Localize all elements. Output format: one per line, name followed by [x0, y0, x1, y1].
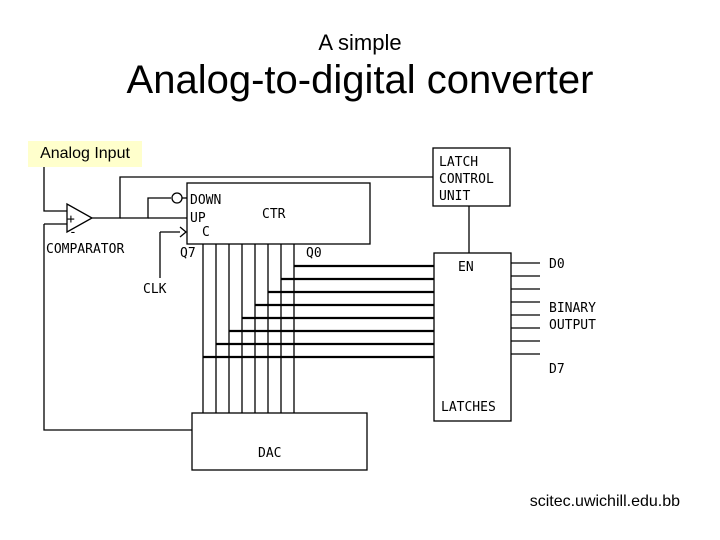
down-label: DOWN: [190, 193, 221, 208]
clock-input-marker: [179, 226, 188, 238]
page-title: Analog-to-digital converter: [126, 58, 594, 102]
q7-label: Q7: [180, 246, 196, 261]
dac-label: DAC: [258, 446, 281, 461]
clk-label: CLK: [143, 282, 167, 297]
q0-label: Q0: [306, 246, 322, 261]
en-label: EN: [458, 260, 474, 275]
counter-box: [186, 182, 371, 245]
binary-label: BINARY: [549, 301, 596, 316]
up-label: UP: [190, 211, 206, 226]
subtitle: A simple: [318, 30, 402, 55]
analog-input-wire: [43, 167, 67, 212]
comparator-minus-label: -: [69, 225, 77, 240]
comparator-label: COMPARATOR: [46, 242, 124, 257]
d7-label: D7: [549, 362, 565, 377]
control-label: CONTROL: [439, 172, 494, 187]
ctr-label: CTR: [262, 207, 286, 222]
dac-feedback-wire: [43, 224, 192, 431]
comparator-symbol: [66, 202, 94, 234]
latch-label: LATCH: [439, 155, 478, 170]
analog-input-label: Analog Input: [28, 141, 142, 167]
comparator-plus-label: +: [67, 212, 75, 227]
clock-c-label: C: [202, 225, 210, 240]
comparator-to-down-wire: [120, 197, 171, 219]
output-label: OUTPUT: [549, 318, 596, 333]
unit-label: UNIT: [439, 189, 470, 204]
down-inversion-bubble: [171, 192, 183, 204]
d0-label: D0: [549, 257, 565, 272]
latches-box: [433, 252, 512, 422]
latches-label: LATCHES: [441, 400, 496, 415]
comparator-to-latch-wire: [92, 176, 433, 219]
dac-box: [191, 412, 368, 471]
source-credit: scitec.uwichill.edu.bb: [529, 493, 680, 510]
